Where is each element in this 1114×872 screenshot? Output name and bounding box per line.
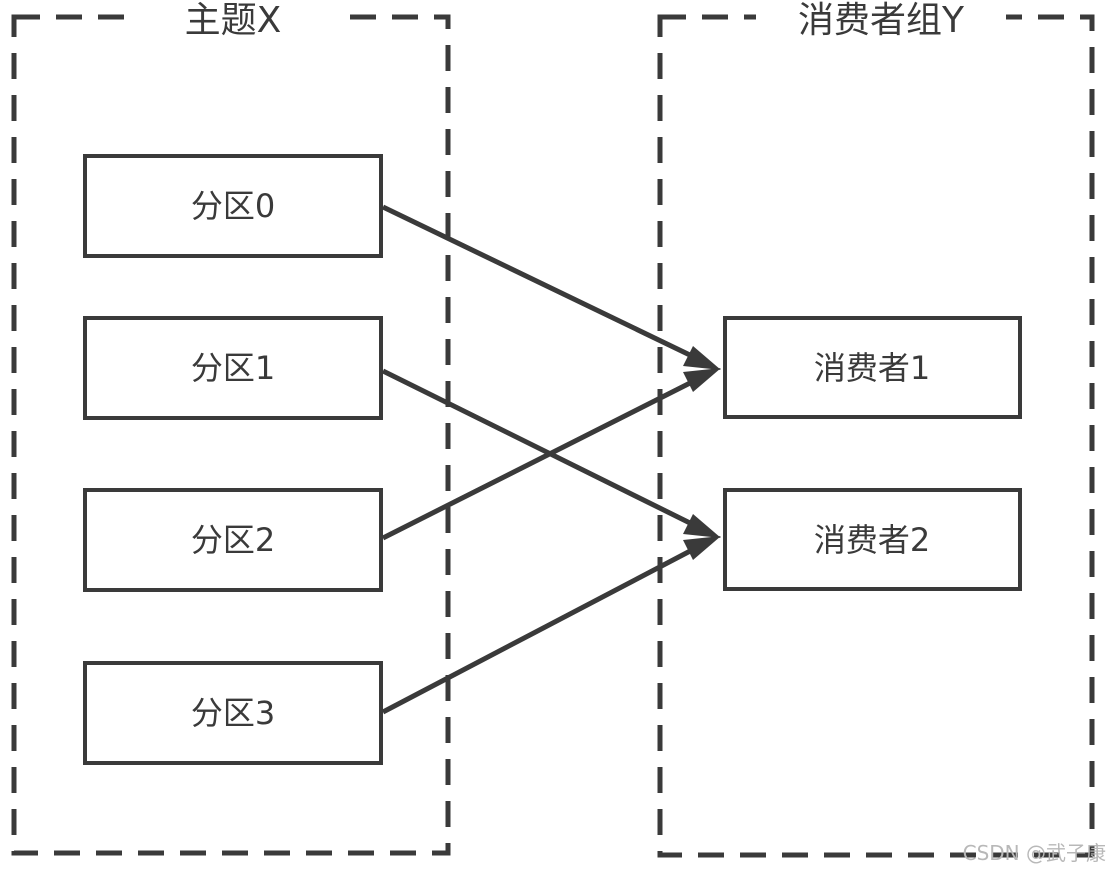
edge-partition1-consumer2 — [381, 368, 721, 538]
topic-group: 主题X — [11, 0, 451, 856]
arrowhead — [683, 514, 721, 538]
edge-partition3-consumer2 — [381, 536, 721, 715]
partition-node-3: 分区3 — [83, 661, 383, 765]
partition-label: 分区3 — [191, 694, 275, 732]
edge-partition0-consumer1 — [381, 204, 721, 370]
arrowhead — [683, 368, 721, 392]
partition-node-2: 分区2 — [83, 488, 383, 592]
partition-label: 分区1 — [191, 349, 275, 387]
arrowhead — [683, 536, 721, 560]
consumer-group-title: 消费者组Y — [798, 0, 965, 41]
arrowhead — [683, 346, 721, 370]
consumer-node-2: 消费者2 — [723, 488, 1022, 591]
partition-label: 分区2 — [191, 521, 275, 559]
consumer-group-title-gap — [756, 2, 1006, 36]
consumer-nodes: 消费者1 消费者2 — [723, 316, 1022, 591]
consumer-node-1: 消费者1 — [723, 316, 1022, 419]
topic-title-gap — [126, 2, 340, 36]
edge-partition2-consumer1 — [381, 368, 721, 541]
consumer-group-frame — [657, 14, 1095, 858]
edges — [381, 204, 721, 715]
partition-node-1: 分区1 — [83, 316, 383, 420]
topic-title: 主题X — [185, 0, 282, 41]
watermark-text: CSDN @武子康 — [962, 841, 1106, 865]
partition-nodes: 分区0 分区1 分区2 分区3 — [83, 154, 383, 765]
consumer-label: 消费者2 — [814, 521, 930, 559]
partition-node-0: 分区0 — [83, 154, 383, 258]
partition-label: 分区0 — [191, 187, 275, 225]
consumer-label: 消费者1 — [814, 349, 930, 387]
consumer-group: 消费者组Y — [657, 0, 1095, 858]
